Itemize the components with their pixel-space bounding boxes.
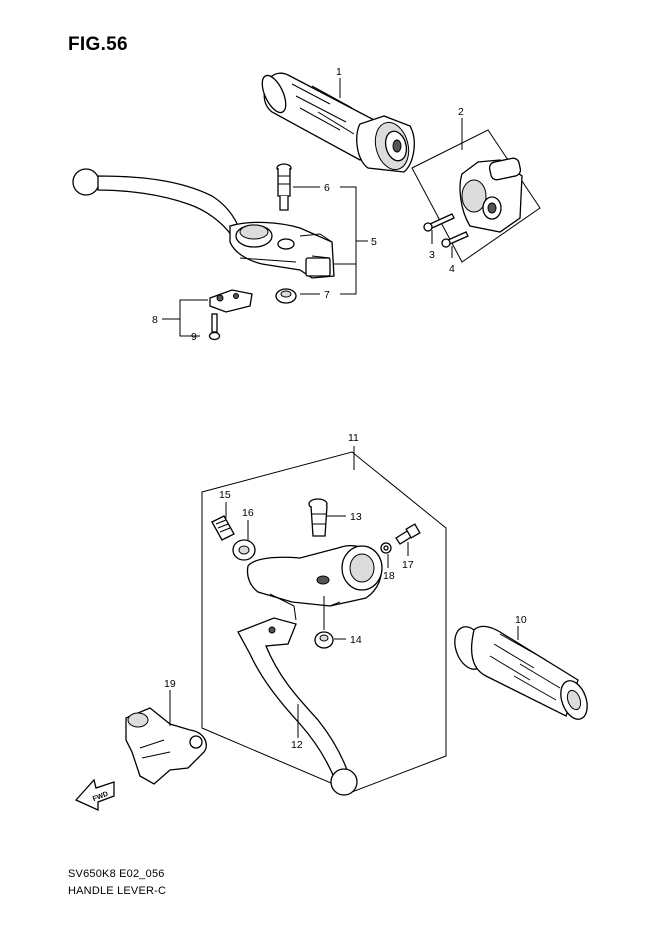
part-3-screw bbox=[423, 213, 455, 232]
callout-13: 13 bbox=[350, 511, 362, 523]
part-17-screw bbox=[395, 523, 421, 545]
callout-3: 3 bbox=[429, 249, 435, 261]
part-7-nut bbox=[275, 288, 297, 304]
callout-14: 14 bbox=[350, 634, 362, 646]
part-14-nut bbox=[314, 631, 334, 649]
part-16-locknut bbox=[232, 539, 256, 561]
part-4-screw bbox=[441, 231, 469, 248]
part-6-pivot-bolt bbox=[276, 163, 292, 211]
callout-2: 2 bbox=[458, 106, 464, 118]
part-19-clutch-switch bbox=[125, 707, 207, 785]
callout-8: 8 bbox=[152, 314, 158, 326]
callout-9: 9 bbox=[191, 331, 197, 343]
callout-15: 15 bbox=[219, 489, 231, 501]
fwd-arrow-icon: FWD bbox=[74, 778, 115, 812]
part-10-handlebar-grip bbox=[454, 625, 588, 720]
callout-18: 18 bbox=[383, 570, 395, 582]
part-5-brake-lever bbox=[72, 168, 335, 279]
part-12-clutch-lever bbox=[237, 617, 358, 796]
callout-19: 19 bbox=[164, 678, 176, 690]
callout-5: 5 bbox=[371, 236, 377, 248]
callout-labels: 1 2 3 4 5 6 7 8 9 10 11 12 13 14 15 16 1… bbox=[152, 66, 527, 751]
part-9-screw bbox=[208, 313, 221, 341]
callout-12: 12 bbox=[291, 739, 303, 751]
callout-6: 6 bbox=[324, 182, 330, 194]
part-11-clutch-lever-assembly-frame bbox=[201, 451, 447, 793]
callout-17: 17 bbox=[402, 559, 414, 571]
diagram-code: SV650K8 E02_056 bbox=[68, 868, 165, 880]
figure-title: FIG.56 bbox=[68, 34, 128, 55]
part-15-adjuster bbox=[211, 515, 235, 541]
part-18-washer bbox=[380, 542, 392, 554]
part-8-brake-switch bbox=[209, 289, 253, 313]
callout-16: 16 bbox=[242, 507, 254, 519]
diagram-name: HANDLE LEVER-C bbox=[68, 885, 167, 897]
clutch-lever-holder bbox=[246, 545, 383, 621]
part-1-throttle-grip bbox=[261, 72, 415, 173]
callout-1: 1 bbox=[336, 66, 342, 78]
callout-4: 4 bbox=[449, 263, 455, 275]
callout-7: 7 bbox=[324, 289, 330, 301]
part-2-switch-housing bbox=[411, 129, 541, 263]
callout-10: 10 bbox=[515, 614, 527, 626]
leader-lines bbox=[162, 78, 519, 738]
part-13-pivot-bolt bbox=[308, 498, 328, 537]
callout-11: 11 bbox=[348, 432, 359, 444]
